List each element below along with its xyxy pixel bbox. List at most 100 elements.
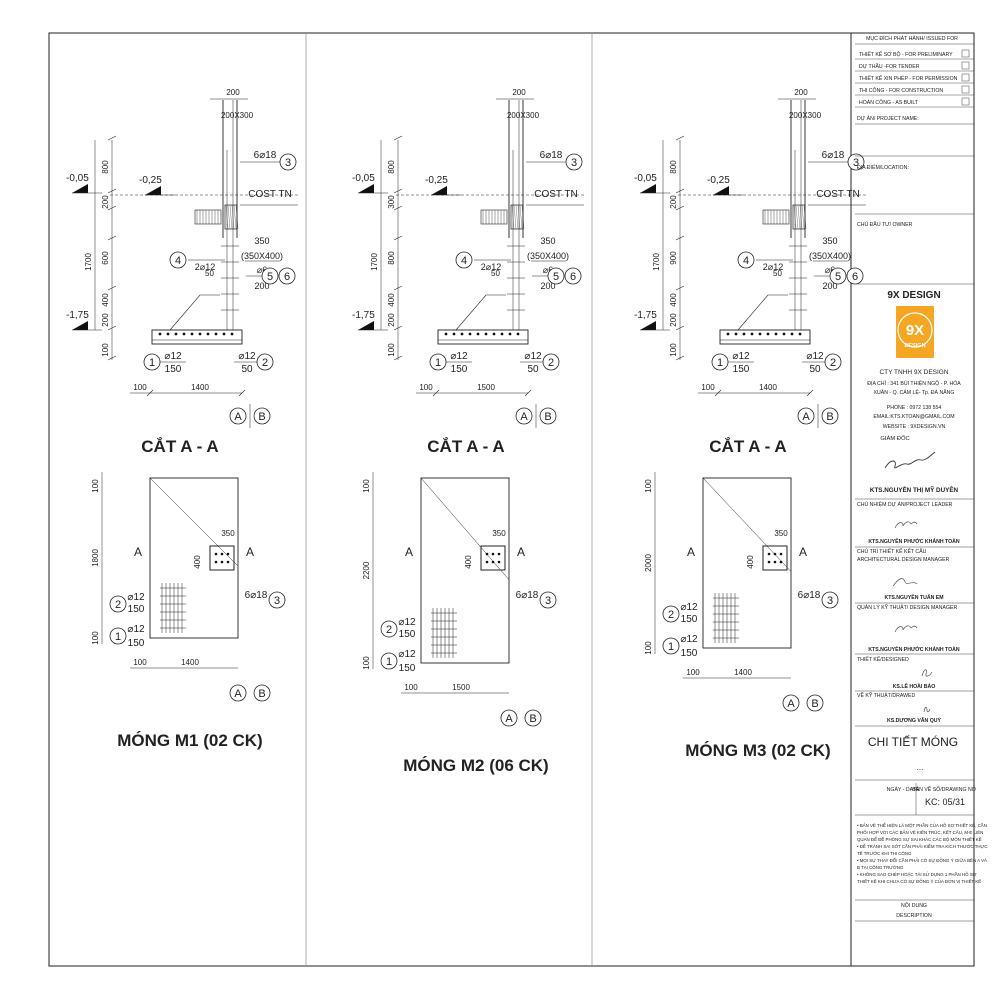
plan-section-mark-a: A [246,545,254,559]
company-logo: 9X DESIGN [896,306,934,358]
tech-signature [894,625,918,633]
plan-bar-2-tag: 2 [115,599,121,611]
rebar-dot [758,332,762,336]
level-marker [358,321,374,330]
hatch [235,204,239,230]
plan-dim-bottom: 100 [91,631,100,645]
director-signature [884,451,936,469]
width-dim-b: 1500 [477,383,495,392]
tag-5-circle [829,267,847,285]
level-label: -0,05 [66,173,89,184]
grid-b: B [544,411,551,423]
dim-tick [393,285,403,291]
diagonal [420,477,510,580]
bar-1-tag: 1 [435,357,441,369]
rebar-dot [508,332,512,336]
tech-label: QUẢN LÝ KỸ THUẬT/ DESIGN MANAGER [857,604,957,611]
diagonal [702,477,792,572]
structure-signature [892,578,918,587]
footing [151,329,243,345]
hatch [513,204,517,230]
dim-tick [393,135,403,141]
issued-item: HOÀN CÔNG - AS BUILT [859,99,919,106]
rebar-dot [452,332,456,336]
note-line: TẾ TRƯỚC KHI THI CÔNG [857,851,912,856]
dim-tick [107,188,117,194]
rebar-dot [516,332,520,336]
note-line: • MỌI SỰ THAY ĐỔI CẦN PHẢI CÓ SỰ ĐỒNG Ý … [857,858,987,863]
bar-1-spacing: 150 [451,364,468,375]
col-size: 200X300 [221,111,254,120]
vertical-dim: 600 [101,251,110,265]
vertical-dim: 200 [669,195,678,209]
stirrup-size: (350X400) [809,251,851,261]
section-title: CẮT A - A [709,437,786,456]
footing-slope [455,294,506,331]
rebar-dot [226,560,230,564]
grid-a: A [802,411,810,423]
project-label: DỰ ÁN/ PROJECT NAME: [857,115,919,122]
vertical-dim: 800 [387,251,396,265]
tag-6: 6 [284,271,290,283]
rebar-dot [198,332,202,336]
plan-grid-a: A [505,713,513,725]
vertical-dim: 900 [669,251,678,265]
dim-tick [107,285,117,291]
plan-title: MÓNG M2 (06 CK) [403,756,548,775]
footing-outline [420,477,510,664]
hatch [511,204,515,230]
col-top-dim: 200 [226,88,240,97]
bar-3-label: 6⌀18 [540,150,563,161]
plan-bar-3-tag-circle [268,591,286,609]
note-line: THIẾT KẾ KHI CHƯA CÓ SỰ ĐỒNG Ý CỦA ĐƠN V… [857,879,981,884]
rebar-dot [214,560,218,564]
stirrup-bar: ⌀6 [257,265,267,275]
plan-col-height: 400 [746,555,755,569]
level-marker [431,186,447,195]
plan-grid-b: B [258,688,265,700]
rebar-dot [782,332,786,336]
dim-tick [714,389,722,397]
plan-bar-1-spacing: 150 [128,638,145,649]
dim-tick [393,205,403,211]
vertical-dim: 200 [101,313,110,327]
plan-dim-bottom: 100 [644,641,653,655]
plan-bar-1-tag-circle [380,652,398,670]
designed-label: THIẾT KẾ/DESIGNED [857,656,909,663]
structure-label: CHỦ TRÌ THIẾT KẾ KẾT CẤU [857,548,927,555]
rebar-dot [766,332,770,336]
rebar-dot [166,332,170,336]
logo-mark: 9X [906,322,924,339]
vertical-dim: 800 [387,160,396,174]
vertical-dim: 300 [387,195,396,209]
plan-grid-b: B [529,713,536,725]
plan-bar-1-tag: 1 [386,656,392,668]
plan-bar-1: ⌀12 [398,649,416,660]
plan-grid-b-circle [806,694,824,712]
plan-section-mark-a: A [799,545,807,559]
rebar-dot [742,332,746,336]
rebar-dot [773,552,777,556]
plan-bar-2-tag: 2 [668,609,674,621]
stirrup-bar: ⌀6 [825,265,835,275]
stirrup-spacing: 200 [254,281,269,291]
plan-bar-1-spacing: 150 [399,663,416,674]
leader-name: KTS.NGUYỄN PHƯỚC KHÁNH TOÀN [868,537,960,545]
plan-bar-3-tag: 3 [274,595,280,607]
plan-bar-1-tag-circle [109,627,127,645]
bar-4-tag-circle [169,251,187,269]
rebar-dot [222,332,226,336]
stirrup-dim: 350 [540,236,555,246]
plan-grid-a-circle [229,684,247,702]
note-line: • BẢN VẼ THỂ HIỆN LÀ MỘT PHẦN CỦA HỒ SƠ … [857,823,987,828]
rebar-dot [444,332,448,336]
plan-dim-height: 1800 [91,549,100,567]
plan-bar-1: ⌀12 [127,624,145,635]
dim-tick [146,389,154,397]
bar-1-tag: 1 [717,357,723,369]
company-address-2: XUÂN - Q. CẨM LỆ- Tp. ĐÀ NẴNG [874,388,955,396]
plan-grid-b-circle [253,684,271,702]
bar-1-spacing: 150 [733,364,750,375]
